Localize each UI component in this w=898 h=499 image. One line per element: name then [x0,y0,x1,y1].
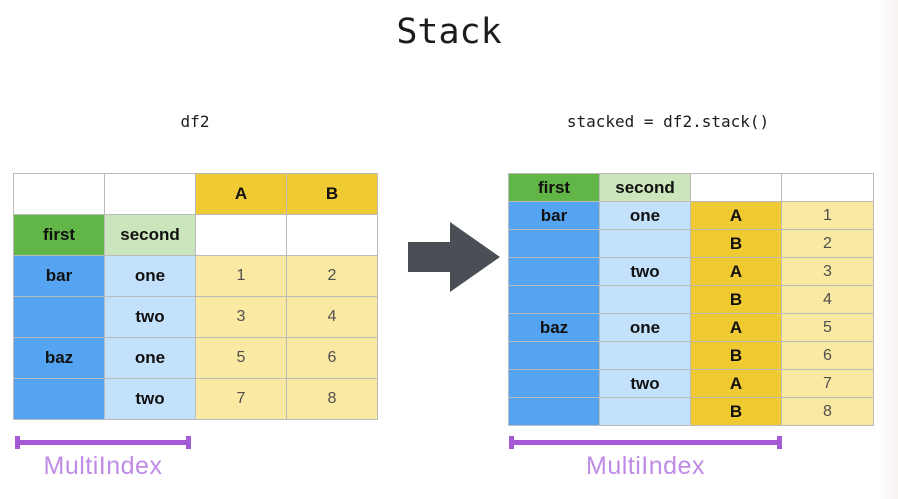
table-cell: second [599,173,691,202]
stacked-table: first second bar one A 1 B 2 two A [508,173,874,426]
table-cell: B [690,229,782,258]
table-cell: 1 [781,201,874,230]
table-cell: B [286,173,378,215]
table-row: B 4 [508,285,874,314]
table-cell [13,296,105,338]
table-cell: 7 [195,378,287,420]
table-cell: 6 [781,341,874,370]
table-cell [690,173,782,202]
table-row: first second [508,173,874,202]
table-cell [13,173,105,215]
table-cell: bar [508,201,600,230]
stacked-caption: stacked = df2.stack() [566,112,770,131]
table-row: A B [13,173,378,215]
table-cell [599,397,691,426]
table-cell: B [690,285,782,314]
table-cell: 4 [286,296,378,338]
table-cell [286,214,378,256]
table-cell: two [599,257,691,286]
table-row: B 2 [508,229,874,258]
table-row: two A 7 [508,369,874,398]
table-cell [195,214,287,256]
table-cell [13,378,105,420]
table-cell: 8 [286,378,378,420]
table-cell: 5 [195,337,287,379]
table-cell: 2 [781,229,874,258]
multiindex-bracket-right [509,436,782,449]
table-cell: A [690,201,782,230]
table-cell: two [104,296,196,338]
table-cell: one [599,313,691,342]
table-cell: A [195,173,287,215]
table-cell: 1 [195,255,287,297]
table-cell [508,257,600,286]
table-cell: baz [508,313,600,342]
multiindex-bracket-left [15,436,191,449]
table-cell [508,229,600,258]
table-cell: A [690,369,782,398]
table-cell: two [104,378,196,420]
table-cell [508,369,600,398]
table-row: two 7 8 [13,378,378,420]
table-cell [599,229,691,258]
table-row: bar one 1 2 [13,255,378,297]
table-row: baz one 5 6 [13,337,378,379]
table-row: B 6 [508,341,874,370]
table-cell [508,341,600,370]
table-row: baz one A 5 [508,313,874,342]
table-cell [781,173,874,202]
table-cell: B [690,341,782,370]
table-cell: one [599,201,691,230]
table-cell: two [599,369,691,398]
table-cell [599,285,691,314]
table-cell: A [690,257,782,286]
table-cell: 5 [781,313,874,342]
table-cell: 7 [781,369,874,398]
table-cell: second [104,214,196,256]
table-cell [508,397,600,426]
table-cell: first [508,173,600,202]
table-row: bar one A 1 [508,201,874,230]
table-cell: one [104,337,196,379]
table-cell: 2 [286,255,378,297]
table-row: two A 3 [508,257,874,286]
table-cell: 8 [781,397,874,426]
table-row: B 8 [508,397,874,426]
table-cell [104,173,196,215]
table-row: two 3 4 [13,296,378,338]
table-cell: baz [13,337,105,379]
table-cell: B [690,397,782,426]
page-title: Stack [396,12,502,52]
df2-table: A B first second bar one 1 2 two 3 4 [13,173,378,420]
table-cell [599,341,691,370]
table-cell: first [13,214,105,256]
table-cell: 4 [781,285,874,314]
table-row: first second [13,214,378,256]
multiindex-label-left: MultiIndex [43,452,163,480]
table-cell: bar [13,255,105,297]
right-arrow-icon [408,222,500,292]
df2-caption: df2 [180,112,210,131]
arrow-tail [408,242,452,272]
table-cell [508,285,600,314]
right-edge-strip [878,0,898,499]
table-cell: A [690,313,782,342]
table-cell: 6 [286,337,378,379]
table-cell: one [104,255,196,297]
table-cell: 3 [195,296,287,338]
arrow-head [450,222,500,292]
multiindex-label-right: MultiIndex [586,452,705,480]
table-cell: 3 [781,257,874,286]
